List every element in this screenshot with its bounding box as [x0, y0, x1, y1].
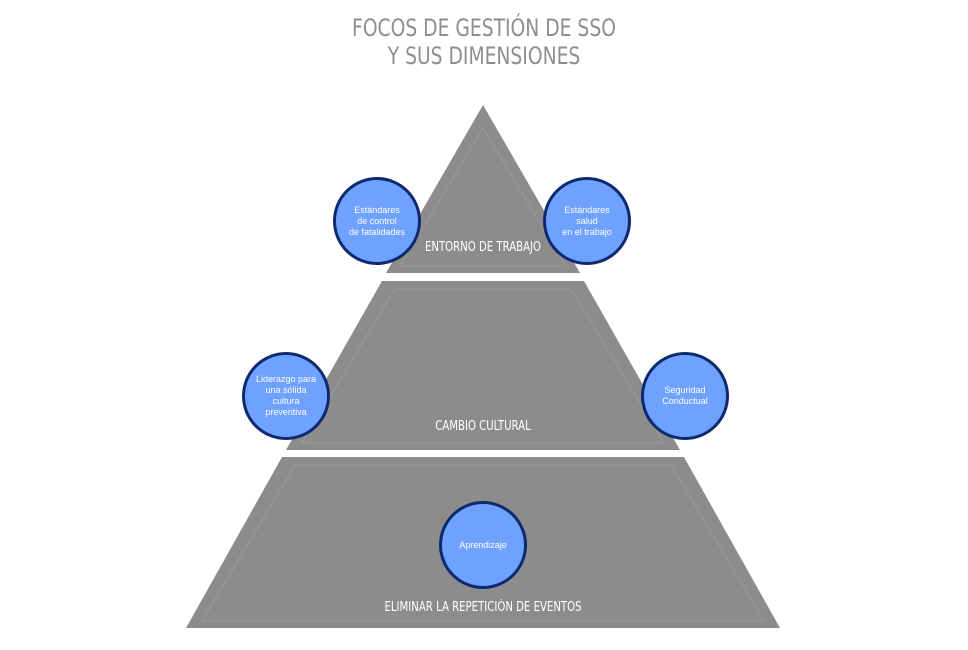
circle-estandares-salud: Estándares salud en el trabajo	[543, 177, 631, 265]
circle-label: Liderazgo para una sólida cultura preven…	[255, 374, 317, 417]
circle-label: Seguridad Conductual	[662, 385, 708, 406]
tier-label-bottom: ELIMINAR LA REPETICIÓN DE EVENTOS	[384, 600, 582, 615]
tier-label-top: ENTORNO DE TRABAJO	[424, 240, 542, 255]
tier-label-middle: CAMBIO CULTURAL	[435, 419, 531, 434]
circle-aprendizaje: Aprendizaje	[439, 501, 527, 589]
diagram-title: FOCOS DE GESTIÓN DE SSO Y SUS DIMENSIONE…	[106, 14, 861, 70]
title-line-1: FOCOS DE GESTIÓN DE SSO	[352, 14, 616, 42]
circle-liderazgo: Liderazgo para una sólida cultura preven…	[242, 352, 330, 440]
circle-estandares-fatalidades: Estándares de control de fatalidades	[333, 177, 421, 265]
pyramid-tier-top	[386, 105, 580, 273]
title-line-2: Y SUS DIMENSIONES	[387, 42, 581, 70]
circle-seguridad-conductual: Seguridad Conductual	[641, 352, 729, 440]
circle-label: Estándares de control de fatalidades	[348, 204, 406, 237]
circle-label: Estándares salud en el trabajo	[562, 204, 612, 237]
circle-label: Aprendizaje	[459, 539, 507, 550]
pyramid-tier-middle	[286, 281, 680, 450]
